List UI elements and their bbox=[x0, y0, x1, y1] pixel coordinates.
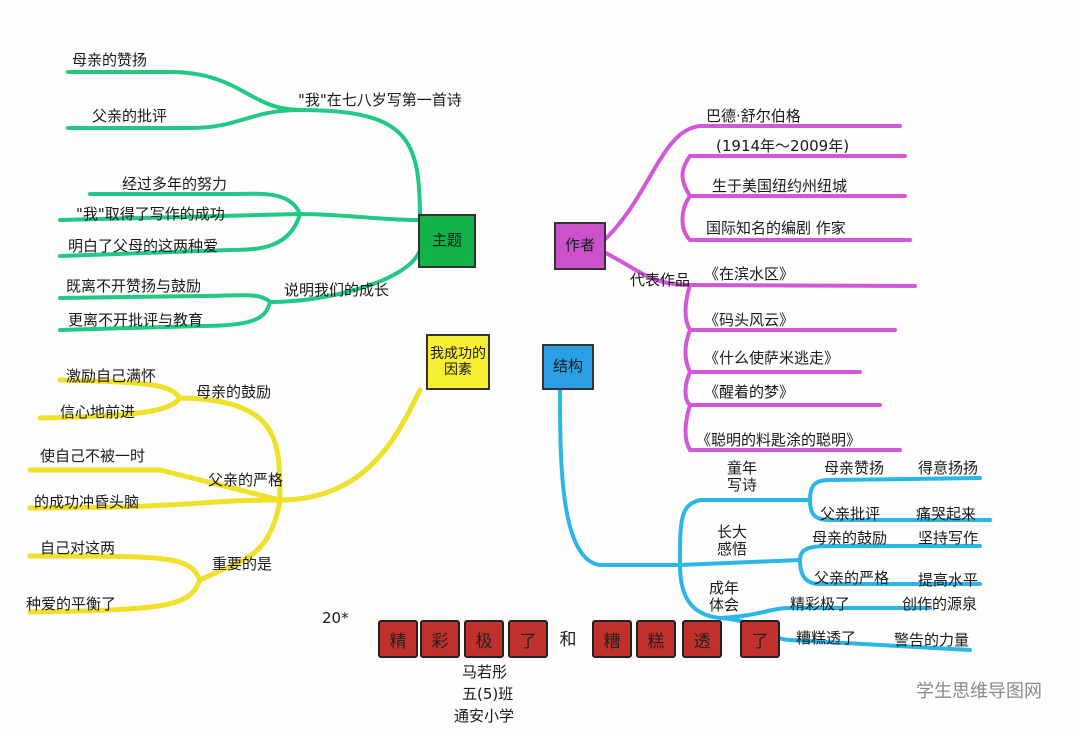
theme-growth: 说明我们的成长 bbox=[284, 281, 390, 299]
title-tile-8: 透 bbox=[682, 620, 722, 658]
theme-mother-praise: 母亲的赞扬 bbox=[72, 51, 148, 69]
author-work-5: 《聪明的料匙涂的聪明》 bbox=[696, 431, 862, 449]
author-work-4: 《醒着的梦》 bbox=[704, 383, 795, 401]
factors-father-1: 使自己不被一时 bbox=[40, 447, 146, 465]
structure-s2-left-1: 母亲的鼓励 bbox=[812, 529, 888, 547]
structure-s2-right-1: 坚持写作 bbox=[918, 529, 979, 547]
structure-s1-right-2: 痛哭起来 bbox=[916, 505, 977, 523]
structure-s3-left-2: 糟糕透了 bbox=[796, 629, 857, 647]
author-name: 巴德·舒尔伯格 bbox=[706, 107, 801, 125]
structure-s1-left-2: 父亲批评 bbox=[820, 505, 881, 523]
factors-father-2: 的成功冲昏头脑 bbox=[34, 493, 140, 511]
factors-important: 重要的是 bbox=[212, 555, 273, 573]
factors-mother-2: 信心地前进 bbox=[60, 403, 136, 421]
title-tile-3: 极 bbox=[464, 620, 504, 658]
factors-important-2: 种爱的平衡了 bbox=[26, 595, 117, 613]
lesson-number: 20* bbox=[322, 609, 349, 627]
structure-stage-1: 童年 写诗 bbox=[726, 459, 757, 494]
signature-school: 通安小学 bbox=[454, 707, 515, 725]
title-tile-5: 和 bbox=[550, 620, 586, 654]
theme-father-criticism: 父亲的批评 bbox=[92, 107, 168, 125]
title-tile-1: 精 bbox=[378, 620, 418, 658]
structure-s3-right-2: 警告的力量 bbox=[894, 631, 970, 649]
structure-s2-right-2: 提高水平 bbox=[918, 571, 979, 589]
structure-s1-right-1: 得意扬扬 bbox=[918, 459, 979, 477]
factors-father: 父亲的严格 bbox=[208, 471, 284, 489]
title-tile-4: 了 bbox=[508, 620, 548, 658]
theme-poem-first: "我"在七八岁写第一首诗 bbox=[298, 91, 462, 109]
structure-s1-left-1: 母亲赞扬 bbox=[824, 459, 885, 477]
author-work-3: 《什么使萨米逃走》 bbox=[704, 349, 840, 367]
node-success-factors: 我成功的因素 bbox=[426, 334, 490, 390]
theme-growth-1: 既离不开赞扬与鼓励 bbox=[66, 277, 202, 295]
author-works-label: 代表作品 bbox=[630, 271, 691, 289]
structure-stage-2: 长大 感悟 bbox=[716, 523, 747, 558]
structure-s3-left-1: 精彩极了 bbox=[790, 595, 851, 613]
title-tiles: 精 彩 极 了 和 糟 糕 透 了 bbox=[378, 620, 780, 660]
author-born: 生于美国纽约州纽城 bbox=[712, 177, 848, 195]
title-tile-7: 糕 bbox=[636, 620, 676, 658]
theme-growth-2: 更离不开批评与教育 bbox=[68, 311, 204, 329]
node-author: 作者 bbox=[554, 222, 606, 270]
structure-s3-right-1: 创作的源泉 bbox=[902, 595, 978, 613]
factors-mother: 母亲的鼓励 bbox=[196, 383, 272, 401]
watermark: 学生思维导图网 bbox=[916, 681, 1042, 702]
factors-important-1: 自己对这两 bbox=[40, 539, 116, 557]
theme-success-1: 经过多年的努力 bbox=[122, 175, 228, 193]
theme-success-3: 明白了父母的这两种爱 bbox=[68, 237, 219, 255]
title-tile-6: 糟 bbox=[592, 620, 632, 658]
node-structure: 结构 bbox=[542, 344, 594, 390]
signature-class: 五(5)班 bbox=[462, 685, 514, 703]
title-tile-2: 彩 bbox=[420, 620, 460, 658]
author-work-1: 《在滨水区》 bbox=[704, 265, 795, 283]
theme-success-2: "我"取得了写作的成功 bbox=[76, 205, 225, 223]
signature-name: 马若彤 bbox=[462, 663, 508, 681]
author-work-2: 《码头风云》 bbox=[704, 311, 795, 329]
factors-mother-1: 激励自己满怀 bbox=[66, 367, 157, 385]
author-years: (1914年～2009年) bbox=[716, 137, 850, 155]
structure-stage-3: 成年 体会 bbox=[708, 579, 739, 614]
title-tile-9: 了 bbox=[740, 620, 780, 658]
node-theme: 主题 bbox=[418, 214, 476, 268]
author-title: 国际知名的编剧 作家 bbox=[706, 219, 846, 237]
structure-s2-left-2: 父亲的严格 bbox=[814, 569, 890, 587]
